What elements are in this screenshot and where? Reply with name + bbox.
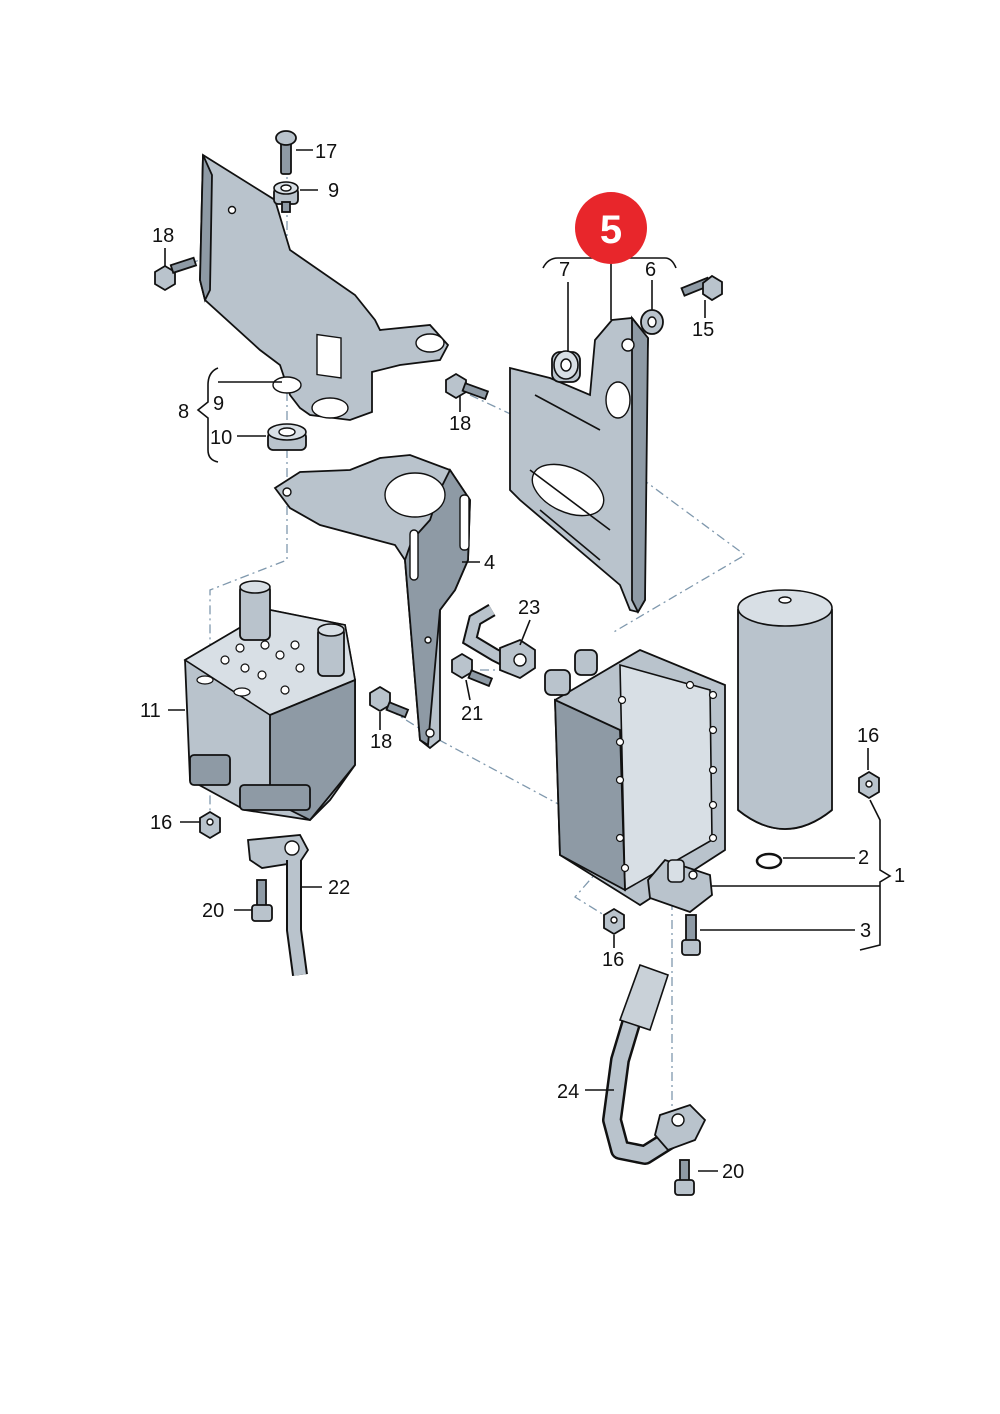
nut-16-right xyxy=(858,770,880,800)
bolt-18-left xyxy=(154,256,198,292)
pipe-22 xyxy=(247,834,310,977)
label-10: 10 xyxy=(210,427,232,449)
cooler-11 xyxy=(183,580,356,822)
bushing-10 xyxy=(267,423,307,451)
label-20-right: 20 xyxy=(722,1161,744,1183)
label-16-lower: 16 xyxy=(602,949,624,971)
label-1: 1 xyxy=(894,865,905,887)
label-8: 8 xyxy=(178,401,189,423)
label-2: 2 xyxy=(858,847,869,869)
oil-cooler-right xyxy=(544,648,726,907)
label-17: 17 xyxy=(315,141,337,163)
filter-canister xyxy=(737,589,833,830)
label-15: 15 xyxy=(692,319,714,341)
bolt-21 xyxy=(451,652,494,688)
bracket-4 xyxy=(273,454,471,750)
nut-16-left xyxy=(199,810,221,840)
bolt-20-right xyxy=(674,1159,695,1196)
part-labels: 17 9 18 9 8 10 7 6 15 18 4 23 11 21 18 1… xyxy=(140,141,905,1183)
label-9-top: 9 xyxy=(328,180,339,202)
label-11: 11 xyxy=(140,700,161,722)
pipe-24 xyxy=(602,963,707,1165)
label-4: 4 xyxy=(484,552,495,574)
label-7: 7 xyxy=(559,259,570,281)
washer-6 xyxy=(640,309,664,335)
bolt-18-middle xyxy=(445,372,490,401)
washer-9-top xyxy=(273,181,299,213)
bolt-20-left xyxy=(251,879,273,922)
grommet-7 xyxy=(551,350,581,383)
callout-badge-5: 5 xyxy=(575,192,647,264)
label-3: 3 xyxy=(860,920,871,942)
label-24: 24 xyxy=(557,1081,579,1103)
label-6: 6 xyxy=(645,259,656,281)
bolt-3 xyxy=(681,914,701,956)
pipe-23 xyxy=(461,603,536,680)
label-22: 22 xyxy=(328,877,350,899)
upper-bracket xyxy=(199,153,450,421)
leader-lines xyxy=(164,149,892,1172)
label-16-right: 16 xyxy=(857,725,879,747)
label-18-left: 18 xyxy=(152,225,174,247)
o-ring-2 xyxy=(755,852,783,870)
label-16-left: 16 xyxy=(150,812,172,834)
label-18-lower: 18 xyxy=(370,731,392,753)
bolt-18-lower xyxy=(369,685,410,719)
bolt-15 xyxy=(680,274,723,302)
label-18-middle: 18 xyxy=(449,413,471,435)
bolt-17 xyxy=(275,130,297,175)
label-20-left: 20 xyxy=(202,900,224,922)
label-23: 23 xyxy=(518,597,540,619)
badge-label: 5 xyxy=(600,208,622,252)
nut-16-lower xyxy=(603,907,625,936)
label-21: 21 xyxy=(461,703,483,725)
bracket-5 xyxy=(509,315,649,614)
label-9-bracket: 9 xyxy=(213,393,224,415)
flange-block xyxy=(647,858,713,914)
